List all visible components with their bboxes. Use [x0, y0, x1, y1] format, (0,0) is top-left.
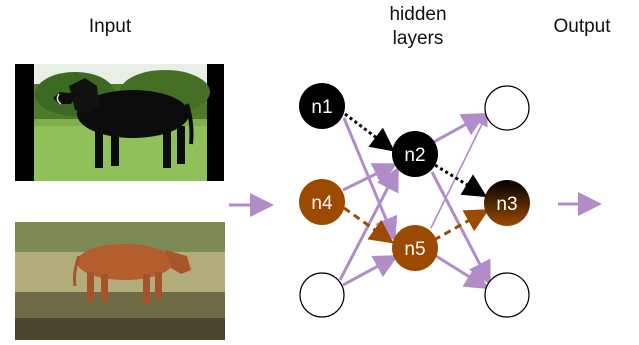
brown-cow-photo — [15, 222, 225, 340]
output-label: Output — [553, 16, 611, 37]
edge-n5-n3-dashed — [433, 209, 490, 242]
black-cow — [53, 78, 194, 168]
edge-empty-n5 — [342, 255, 399, 287]
node-n2-label: n2 — [404, 145, 425, 166]
edge-n2-top-empty — [429, 113, 487, 146]
brown-cow — [73, 244, 191, 304]
node-input-empty — [299, 272, 345, 318]
node-n2: n2 — [392, 131, 438, 177]
edge-n4-n5-dashed — [343, 206, 394, 244]
black-cow-image — [15, 64, 224, 181]
black-cow-photo — [15, 64, 224, 181]
node-n4-label: n4 — [311, 193, 333, 214]
hidden-layers-label: hidden layers — [368, 3, 468, 51]
edge-n1-n2-dotted — [344, 112, 395, 152]
node-n3-label: n3 — [496, 194, 517, 215]
edge-n5-bottom-empty — [435, 254, 490, 290]
node-output-top-empty — [484, 85, 530, 131]
node-n4: n4 — [299, 179, 345, 225]
node-output-bottom-empty — [484, 272, 530, 318]
node-n5: n5 — [392, 225, 438, 271]
node-n1: n1 — [299, 83, 345, 129]
edge-n4-n2 — [342, 163, 398, 192]
node-n1-label: n1 — [311, 97, 332, 118]
node-n3: n3 — [484, 180, 530, 226]
hidden-label-line1: hidden — [389, 4, 447, 25]
brown-cow-image — [15, 222, 225, 340]
hidden-label-line2: layers — [392, 28, 444, 49]
input-label: Input — [88, 16, 132, 37]
node-n5-label: n5 — [404, 239, 425, 260]
edge-n5-top-empty — [430, 113, 488, 229]
edge-n2-n3-dotted — [429, 160, 488, 198]
